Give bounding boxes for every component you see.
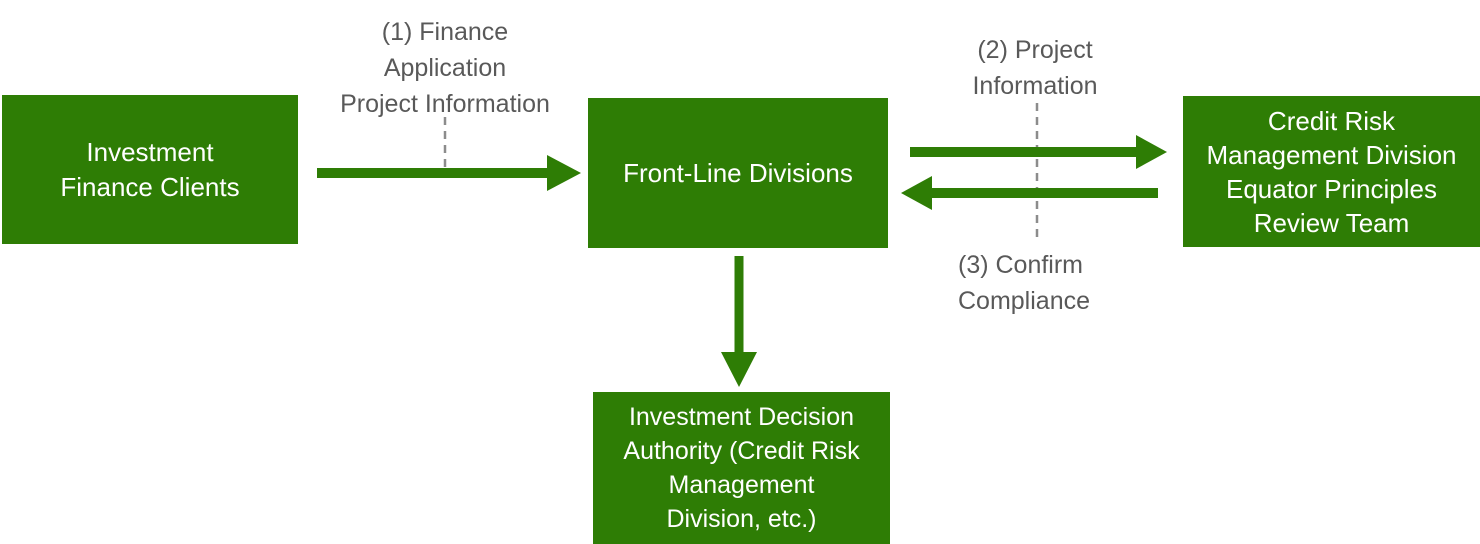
flow-label-step3-confirm-compliance: (3) Confirm Compliance <box>958 251 1091 315</box>
arrow-frontline-to-creditrisk <box>910 135 1167 169</box>
flow-label-step1-finance-application: (1) Finance Application Project Informat… <box>340 18 550 118</box>
node-front-line-divisions: Front-Line Divisions <box>588 98 888 248</box>
node-credit-risk-management-division: Credit Risk Management Division Equator … <box>1183 96 1480 247</box>
arrow-frontline-to-authority <box>721 256 757 387</box>
arrow-creditrisk-to-frontline <box>901 176 1158 210</box>
arrow-clients-to-frontline <box>317 155 581 191</box>
flow-label-step2-project-information: (2) Project Information <box>972 36 1098 100</box>
node-investment-finance-clients: Investment Finance Clients <box>2 95 298 244</box>
node-investment-decision-authority: Investment Decision Authority (Credit Ri… <box>593 392 890 544</box>
